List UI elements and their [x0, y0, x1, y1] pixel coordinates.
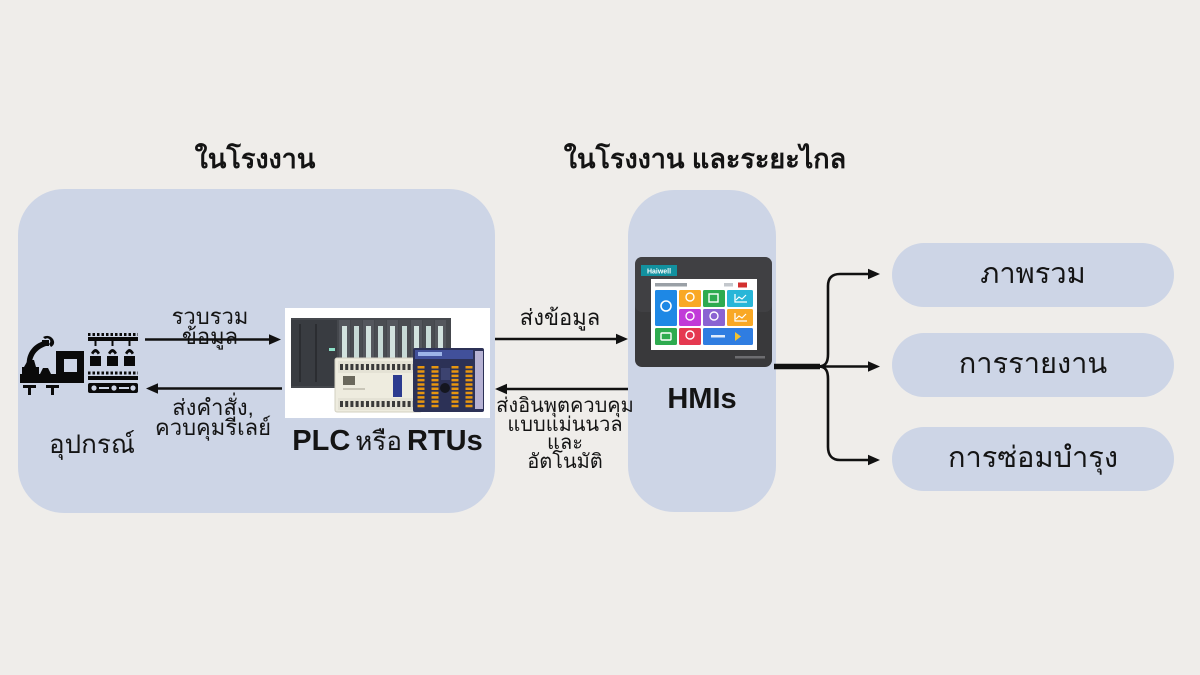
- robot-arm-machine-icon: [20, 335, 84, 395]
- plc-compact-unit: [334, 357, 423, 413]
- plc-caption-plc: PLC: [292, 425, 351, 457]
- arrowhead-control-input: [495, 383, 507, 395]
- branch-to-overview: [817, 272, 868, 368]
- output-pill-reporting: การรายงาน: [892, 333, 1174, 397]
- hmi-brand-text: Haiwell: [647, 269, 671, 276]
- plc-modular-unit: [413, 348, 484, 412]
- section-header-factory-remote: ในโรงงาน และระยะไกล: [563, 144, 847, 174]
- branch-to-maintenance: [817, 365, 868, 462]
- output-pill-maintenance: การซ่อมบำรุง: [892, 427, 1174, 491]
- flow-label-control-input: ส่งอินพุตควบคุม แบบแม่นนวลและ อัตโนมัติ: [491, 395, 639, 473]
- section-header-factory: ในโรงงาน: [194, 144, 316, 174]
- plc-caption-rtus: RTUs: [406, 425, 483, 457]
- arrowhead-reporting: [868, 361, 880, 372]
- arrowhead-maintenance: [868, 454, 880, 466]
- flow-label-send-command-line1: ส่งคำสั่ง,: [172, 395, 254, 420]
- output-pill-overview: ภาพรวม: [892, 243, 1174, 307]
- plc-photo-illustration: [291, 318, 484, 413]
- hmi-caption: HMIs: [667, 383, 737, 415]
- flow-label-control-input-line2: แบบแม่นนวลและ: [507, 413, 623, 454]
- plc-photo: [285, 308, 490, 418]
- flow-label-control-input-line1: ส่งอินพุตควบคุม: [496, 395, 634, 417]
- hanging-conveyor-icon: [88, 333, 138, 393]
- arrowhead-overview: [868, 268, 880, 280]
- hmi-screen: [651, 279, 757, 350]
- flow-label-send-command-line2: ควบคุมรีเลย์: [155, 415, 271, 440]
- plc-caption-or: หรือ: [355, 426, 402, 456]
- devices-caption: อุปกรณ์: [49, 429, 135, 459]
- hmi-model-text-area: [735, 356, 765, 359]
- flow-label-send-command: ส่งคำสั่ง, ควบคุมรีเลย์: [140, 395, 286, 440]
- flow-label-send-data: ส่งข้อมูล: [519, 305, 601, 330]
- hmi-device: Haiwell: [635, 257, 772, 367]
- flow-label-control-input-line3: อัตโนมัติ: [527, 450, 603, 473]
- flow-label-collect-data: รวบรวมข้อมูล: [171, 304, 249, 349]
- hmi-brand-badge: [641, 265, 677, 276]
- arrowhead-send-data: [616, 333, 628, 345]
